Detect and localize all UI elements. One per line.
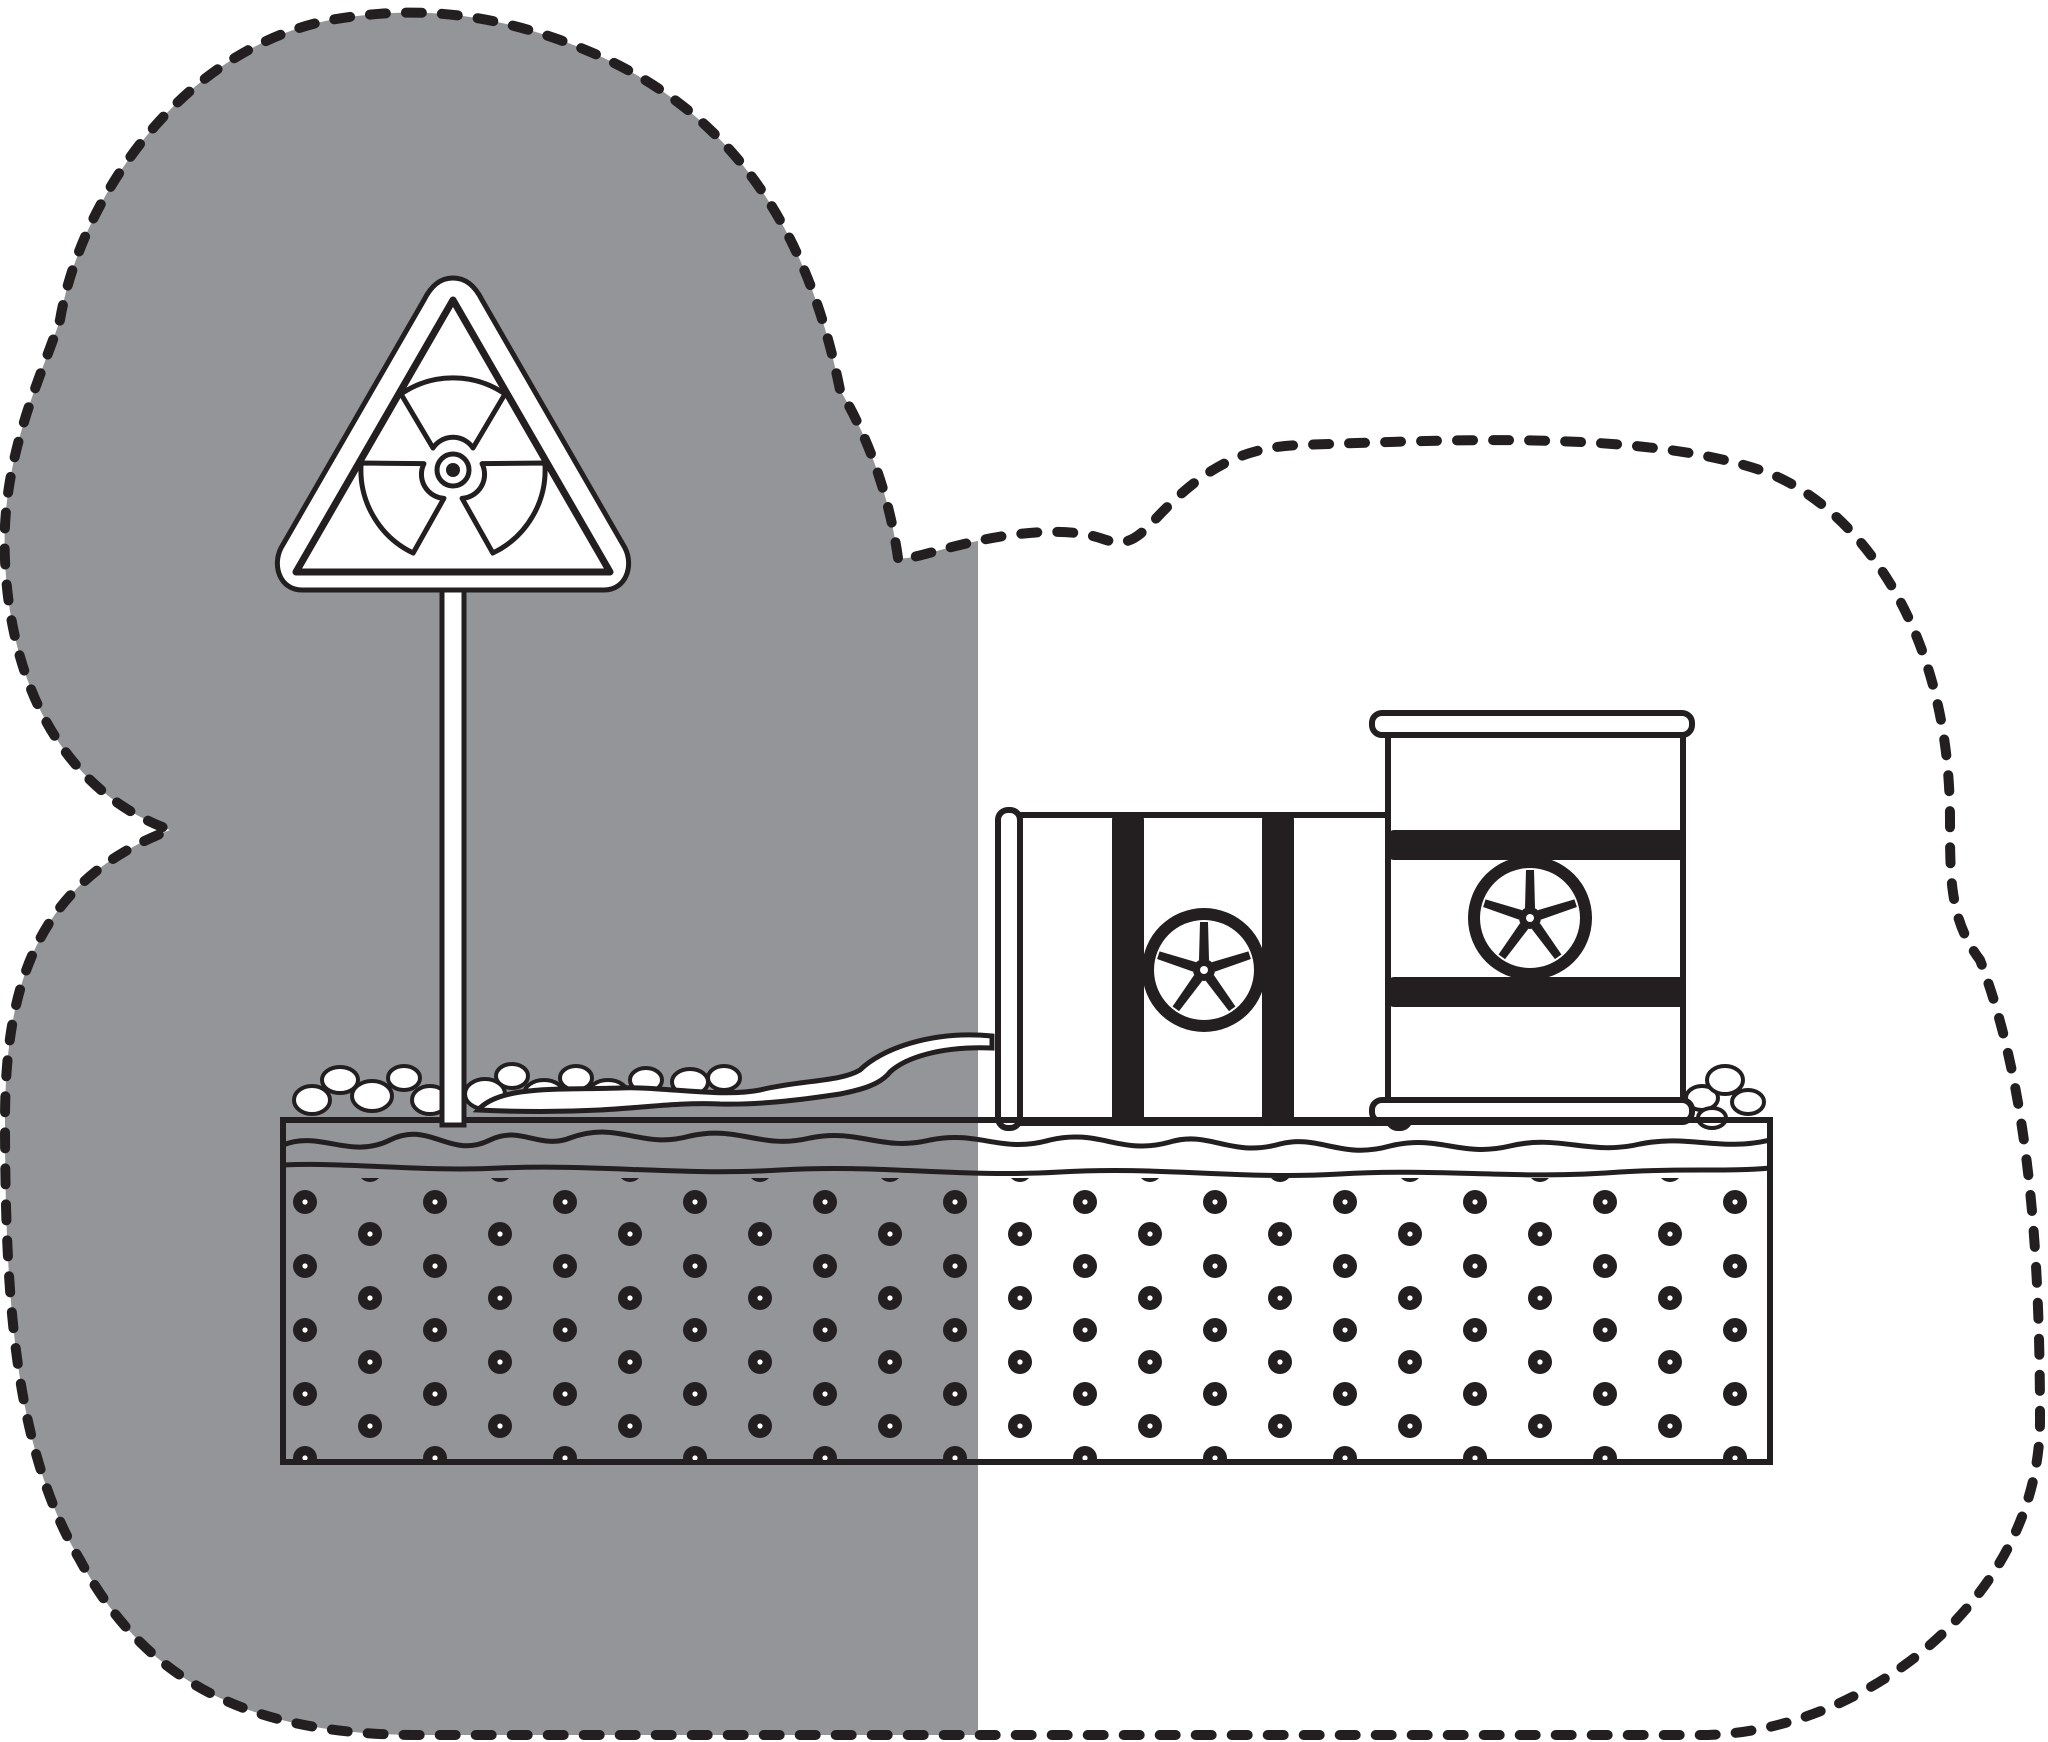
- radiation-trefoil-icon: [358, 375, 548, 556]
- waste-puddle: [472, 1032, 995, 1114]
- barrel-horizontal-band-2: [1262, 812, 1294, 1126]
- soil-surface-wave: [282, 1129, 1771, 1153]
- radiation-warning-sign-icon: [274, 275, 632, 1128]
- sign-triangle-outer: [274, 275, 632, 593]
- barrel-horizontal-band-1: [1112, 812, 1144, 1126]
- barrel-icon: [1369, 710, 1695, 1125]
- radiation-trefoil-icon: [1468, 856, 1592, 980]
- sticker-dashed-outline: [0, 7, 2046, 1740]
- sign-triangle-inner: [292, 296, 614, 576]
- barrel-icon: [995, 807, 1413, 1131]
- barrel-horizontal-rim-left: [995, 807, 1023, 1131]
- soil-surface-line: [282, 1161, 1771, 1179]
- sign-post: [439, 582, 467, 1128]
- barrel-upright-band-bottom: [1388, 977, 1686, 1007]
- soil-icon: [280, 1032, 1773, 1465]
- radiation-trefoil-icon: [1142, 908, 1266, 1032]
- barrel-upright-band-top: [1388, 830, 1686, 860]
- soil-dots: [283, 1178, 1770, 1460]
- barrel-upright-rim-top: [1369, 710, 1695, 738]
